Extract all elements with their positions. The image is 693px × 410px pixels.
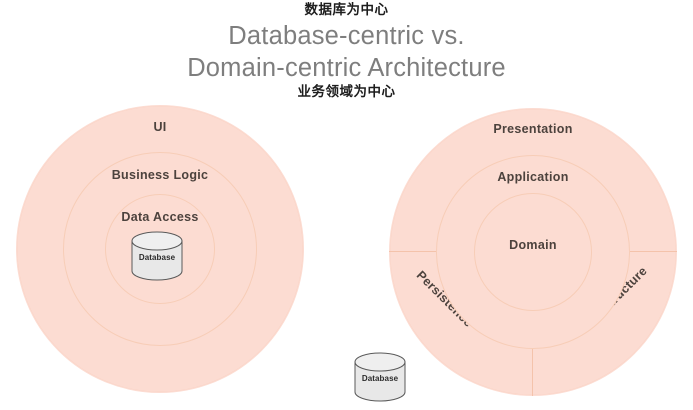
ring-business-logic[interactable] — [63, 152, 257, 346]
sector-divider-left — [389, 251, 436, 252]
database-cylinder-left[interactable]: Database — [128, 231, 186, 281]
sector-divider-bottom — [532, 349, 533, 396]
ring-label-domain: Domain — [509, 238, 557, 252]
annotation-database-centric: 数据库为中心 — [304, 2, 389, 18]
ring-label-ui: UI — [153, 120, 167, 134]
ring-label-data-access: Data Access — [121, 210, 199, 224]
database-cylinder-right[interactable]: Database — [351, 352, 409, 402]
ring-label-business-logic: Business Logic — [111, 168, 209, 182]
page-title-line-1: Database-centric vs. — [228, 22, 465, 50]
ring-label-application: Application — [497, 170, 569, 184]
database-cylinder-right-label: Database — [361, 374, 399, 383]
database-cylinder-left-label: Database — [138, 253, 176, 262]
title-block: 数据库为中心 Database-centric vs. Domain-centr… — [0, 0, 693, 101]
annotation-domain-centric: 业务领域为中心 — [297, 84, 396, 100]
ring-label-presentation: Presentation — [493, 122, 573, 136]
ring-domain[interactable] — [474, 193, 592, 311]
sector-divider-right — [630, 251, 677, 252]
page-title-line-2: Domain-centric Architecture — [187, 54, 506, 82]
